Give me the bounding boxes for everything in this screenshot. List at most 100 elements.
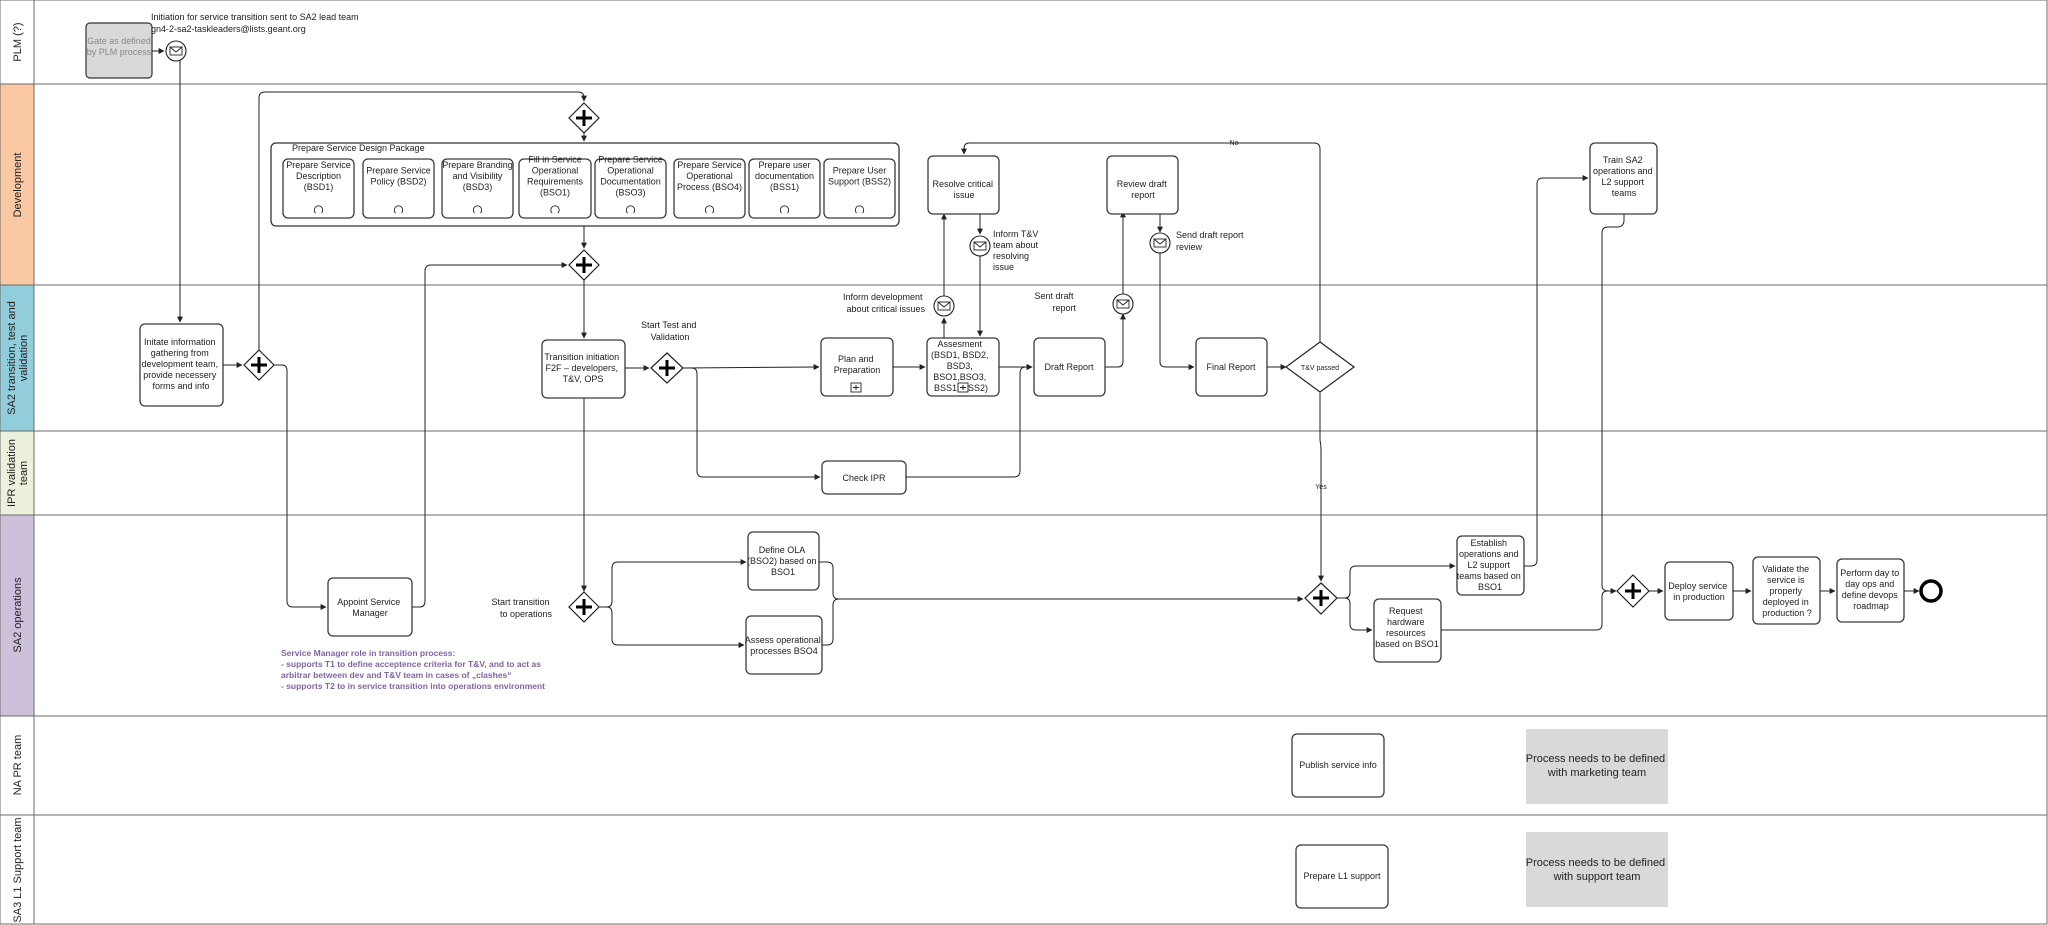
lane-sa3 (0, 814, 2048, 925)
flow-ops-gw-to-assess (599, 606, 745, 648)
task-transition-initiation-label: Transition initiation F2F – developers, … (544, 352, 621, 384)
task-deploy-label: Deploy service in production (1668, 581, 1730, 602)
initiation-note: Initiation for service transition sent t… (151, 12, 361, 34)
lane-sa2-header (0, 284, 35, 432)
lane-label-plm: PLM (?) (12, 22, 24, 61)
flow-ops-gw-to-ola (599, 559, 747, 608)
flow-draft-to-sent (1105, 313, 1126, 368)
lane-label-sa2-line1: SA2 transition, test and (6, 301, 18, 415)
lane-ops-header (0, 514, 35, 717)
flow-test-gw-to-ipr (683, 367, 821, 480)
lane-sa2 (0, 284, 2048, 432)
task-resolve-critical-label: Resolve critical issue (932, 179, 995, 200)
task-prepare-l1[interactable] (1295, 844, 1389, 909)
loop-marker-icon (779, 205, 790, 214)
task-plan-preparation-label: Plan and Preparation (834, 354, 881, 375)
service-manager-note: Service Manager role in transition proce… (281, 648, 545, 691)
lane-label-sa3: SA3 L1 Support team (12, 817, 24, 922)
support-note-text: Process needs to be defined with support… (1526, 857, 1669, 883)
task-perform-ops-label: Perform day to day ops and define devops… (1840, 568, 1902, 611)
flow-loop-to-split (258, 91, 587, 360)
flow-establish-to-train (1524, 175, 1589, 567)
send-review-label: Send draft report review (1176, 230, 1246, 252)
design-task-2[interactable] (362, 158, 435, 219)
lane-label-dev: Development (12, 153, 24, 218)
task-validate-label: Validate the service is properly deploye… (1762, 564, 1812, 618)
lane-dev-header (0, 83, 35, 286)
design-task-8[interactable] (823, 158, 896, 219)
flow-train-to-deploy-gw (1601, 214, 1625, 592)
parallel-gateway-ops-split[interactable] (568, 591, 600, 623)
lane-label-ipr-line1: IPR validation (6, 439, 18, 507)
parallel-gateway-sa2-split[interactable] (243, 349, 275, 381)
inform-tv-label: Inform T&V team about resolving issue (993, 229, 1041, 272)
loop-marker-icon (393, 205, 404, 214)
subprocess-marker-icon-2 (957, 382, 969, 393)
envelope-icon (973, 241, 987, 251)
task-final-report-label: Final Report (1206, 362, 1256, 372)
design-task-4[interactable] (518, 158, 592, 219)
subprocess-marker-icon (850, 382, 862, 393)
loop-marker-icon (550, 205, 560, 214)
task-prepare-l1-label: Prepare L1 support (1303, 871, 1381, 881)
lane-plm-header (0, 0, 35, 85)
flow-appoint-to-dev-join (412, 262, 568, 608)
yes-label: Yes (1315, 484, 1327, 491)
start-ops-label: Start transition to operations (491, 597, 552, 619)
task-define-ola-label: Define OLA (BSO2) based on BSO1 (747, 545, 819, 577)
flow-request-to-deploy-gw (1441, 588, 1617, 631)
task-review-draft[interactable] (1106, 155, 1179, 215)
task-train-sa2-label: Train SA2 operations and L2 support team… (1593, 155, 1655, 198)
task-establish-ops-label: Establish operations and L2 support team… (1457, 538, 1524, 592)
task-define-ola[interactable] (747, 531, 820, 591)
lane-ipr (0, 430, 2048, 516)
parallel-gateway-deploy[interactable] (1616, 574, 1650, 608)
design-task-1[interactable] (282, 158, 355, 219)
start-test-label: Start Test and Validation (641, 320, 699, 342)
no-label: No (1230, 140, 1239, 147)
flow-test-gw-to-plan (682, 364, 820, 371)
tv-passed-label: T&V passed (1301, 365, 1339, 372)
flow-assess-to-ops-join (822, 598, 840, 646)
marketing-note (1526, 729, 1668, 804)
task-deploy[interactable] (1664, 561, 1734, 621)
lane-plm (0, 0, 2048, 85)
design-task-5[interactable] (594, 158, 667, 219)
flow-gw-yes-to-ops (1318, 392, 1324, 582)
flow-gw-to-appoint (274, 364, 327, 610)
lane-label-ipr-line2: team (18, 461, 30, 485)
task-appoint-manager[interactable] (327, 577, 413, 637)
marketing-note-text: Process needs to be defined with marketi… (1526, 753, 1669, 779)
loop-marker-icon (704, 205, 715, 214)
lane-label-napr: NA PR team (12, 735, 24, 796)
task-check-ipr-label: Check IPR (842, 473, 886, 483)
task-publish-service-info[interactable] (1291, 733, 1385, 798)
flow-gw-no-to-resolve (961, 142, 1321, 342)
envelope-icon (937, 301, 951, 311)
design-task-7[interactable] (748, 158, 821, 219)
lane-label-ops: SA2 operations (12, 577, 24, 653)
design-package-title: Prepare Service Design Package (292, 143, 425, 153)
task-assess-ops[interactable] (745, 615, 823, 675)
parallel-gateway-test[interactable] (650, 352, 684, 384)
task-assess-ops-label: Assess operational processes BSO4 (745, 635, 824, 656)
flow-ola-to-ops-join (819, 561, 1304, 602)
design-task-6[interactable] (673, 158, 746, 219)
flow-ipr-to-draft (906, 364, 1033, 478)
loop-marker-icon (472, 205, 483, 214)
loop-marker-icon (625, 205, 636, 214)
design-task-3[interactable] (441, 158, 514, 219)
loop-marker-icon (313, 205, 324, 214)
design-package-group (270, 142, 900, 227)
parallel-gateway-ops-join[interactable] (1304, 582, 1338, 615)
task-resolve-critical[interactable] (927, 155, 1000, 215)
lane-sa3-header (0, 814, 35, 925)
